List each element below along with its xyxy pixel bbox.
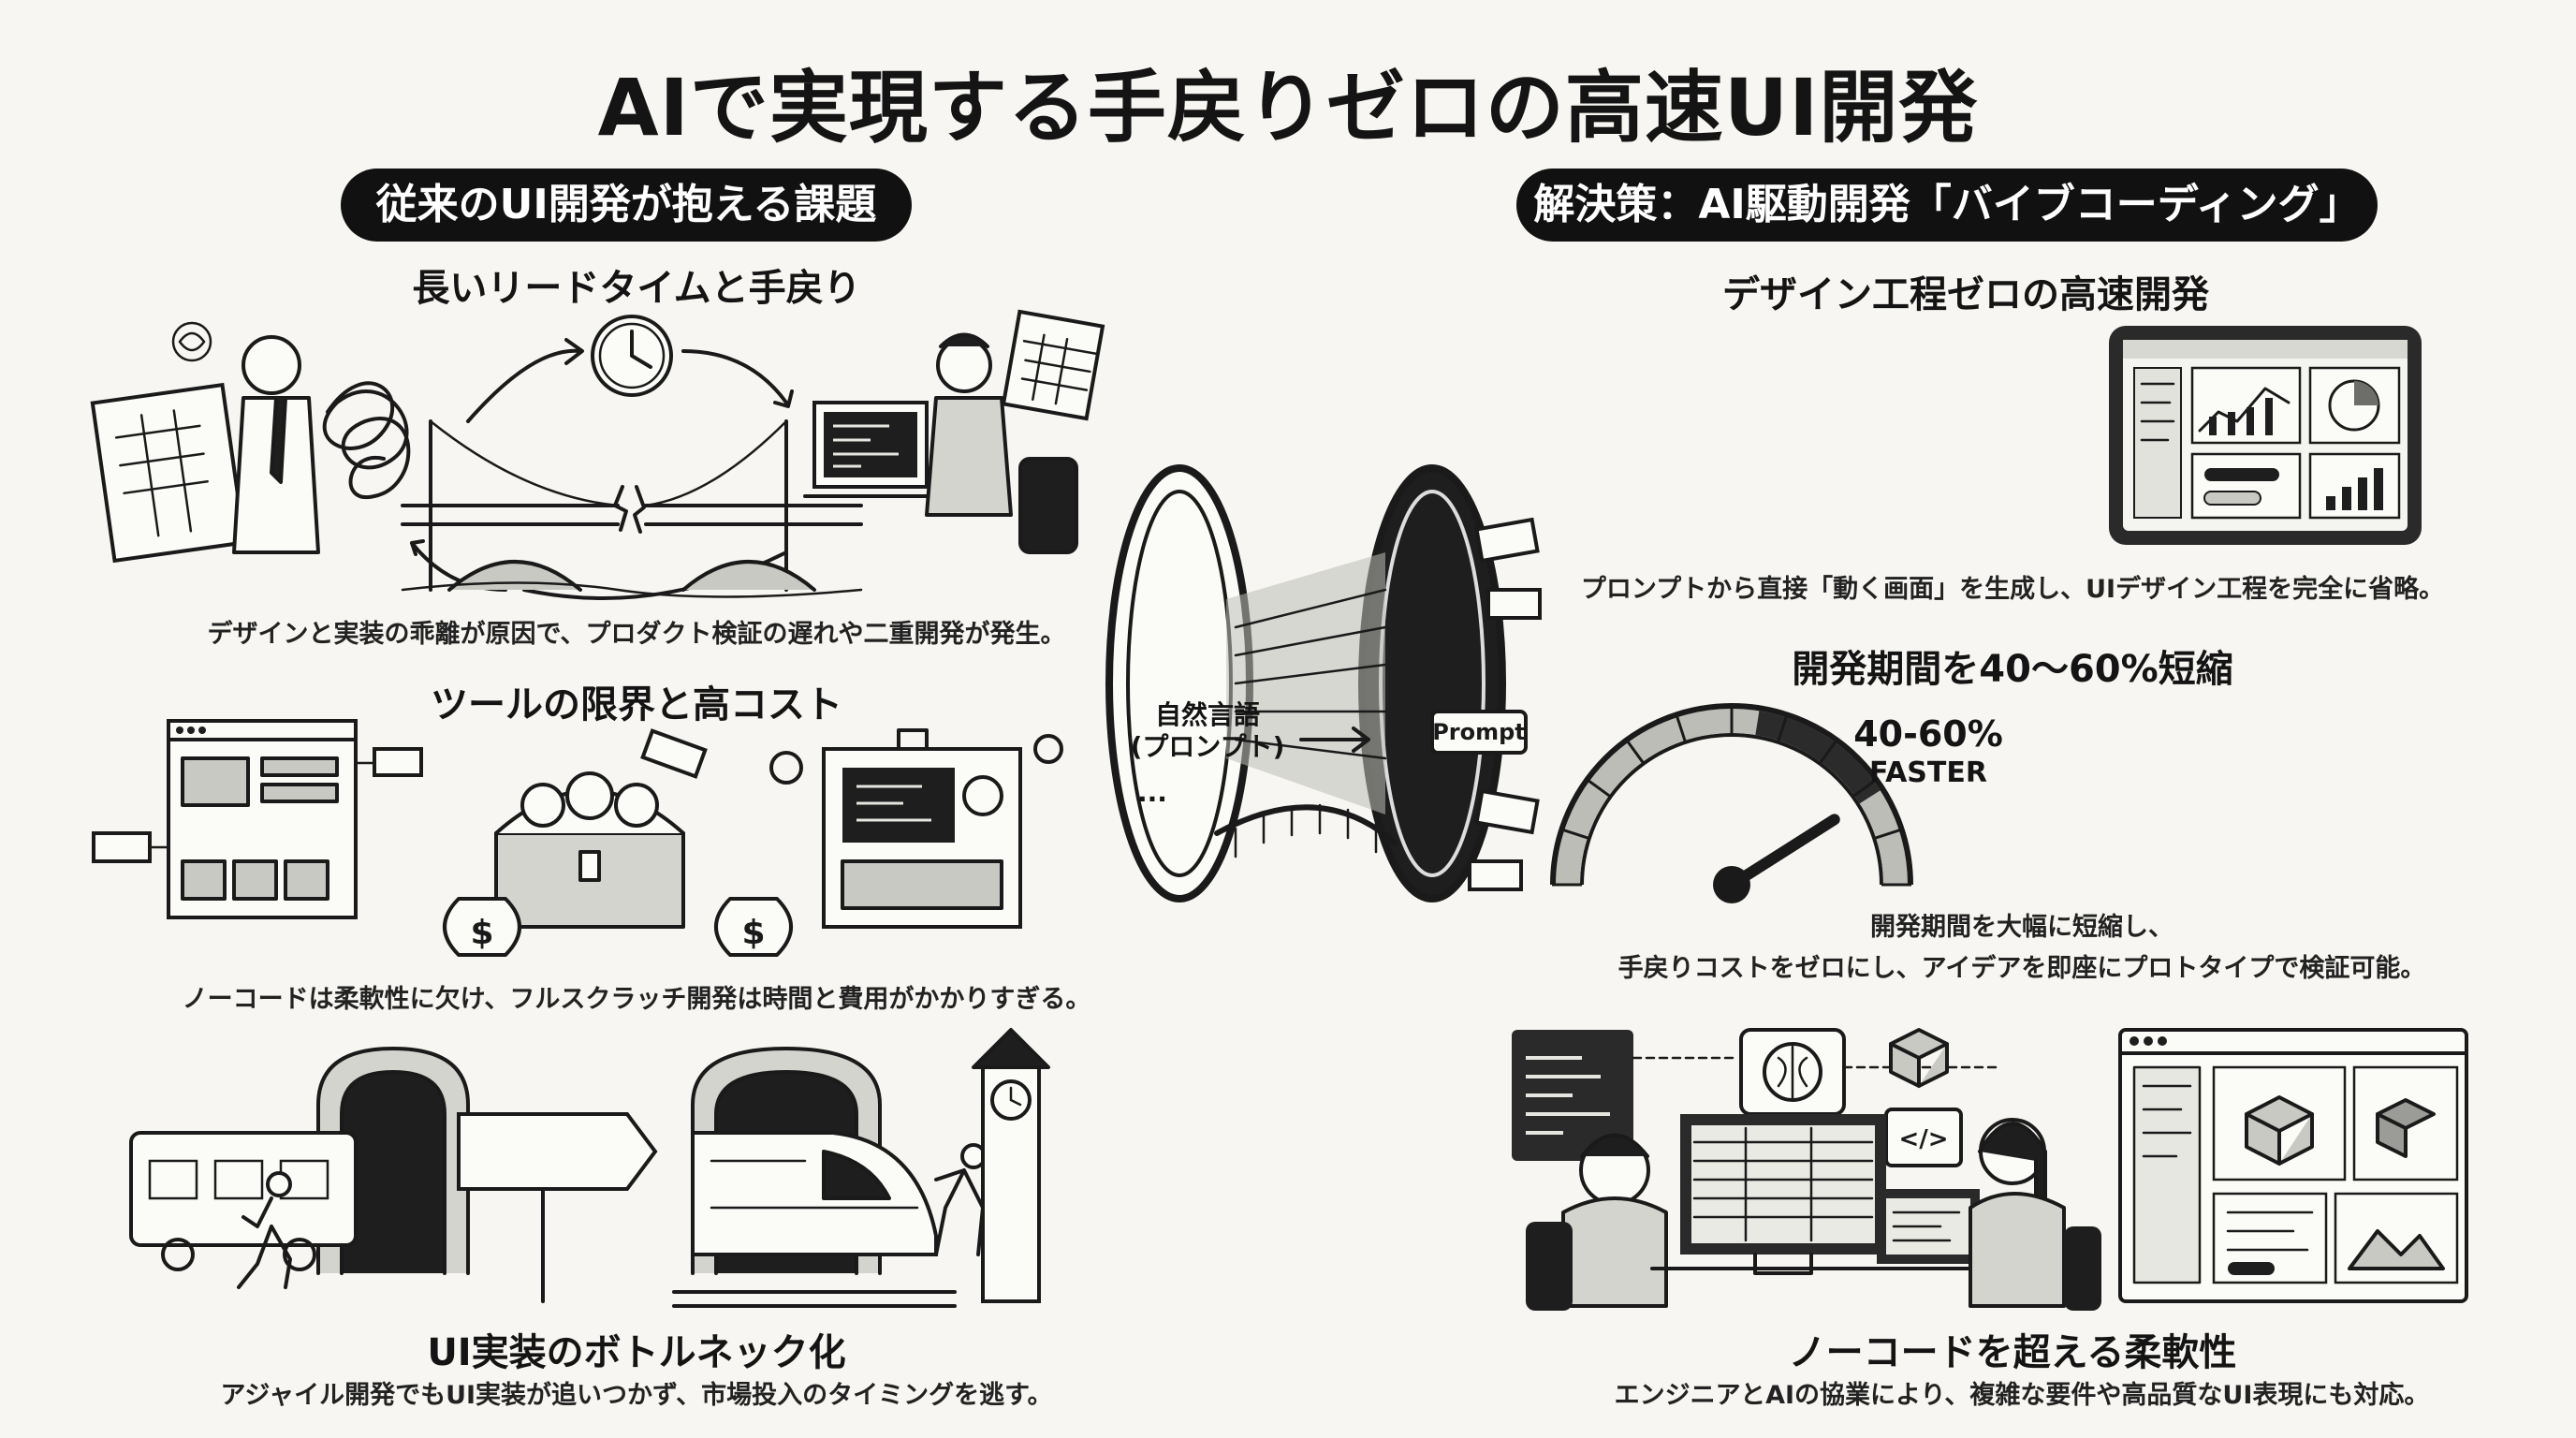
running-person: [237, 1196, 292, 1289]
gauge-tick: [1818, 738, 1839, 765]
left-section-3-caption: アジャイル開発でもUI実装が追いつかず、市場投入のタイミングを逃す。: [220, 1381, 1053, 1410]
pushing-person: [934, 1168, 985, 1256]
cube-icon: [1889, 1028, 1949, 1088]
right-section-1-caption: プロンプトから直接「動く画面」を生成し、UIデザイン工程を完全に省略。: [1580, 575, 2445, 604]
code-brackets-icon: </>: [1884, 1108, 1963, 1167]
calendar-icon: [1001, 309, 1105, 421]
clock-icon: [591, 315, 673, 397]
right-section-2-heading: 開発期間を40〜60%短縮: [1792, 648, 2233, 691]
tool-cost-illustration: $ $: [92, 719, 1063, 957]
page-title: AIで実現する手戻りゼロの高速UI開発: [597, 62, 1979, 154]
gauge-tick: [1675, 712, 1687, 743]
gauge-tick: [1585, 777, 1612, 799]
blank-signpost: [457, 1112, 658, 1303]
engineer-woman: [1969, 1118, 2101, 1311]
gauge-needle: [1726, 814, 1840, 890]
developer-figure: [803, 332, 1078, 554]
left-section-1-heading: 長いリードタイムと手戻り: [412, 267, 861, 310]
prompt-tag-box: [1430, 710, 1528, 755]
right-section-3-heading: ノーコードを超える柔軟性: [1788, 1331, 2237, 1374]
right-section-2-caption-line1: 開発期間を大幅に短縮し、: [1870, 913, 2174, 942]
main-monitor: [1680, 1114, 1886, 1275]
svg-text:</>: </>: [1898, 1125, 1948, 1153]
svg-text:$: $: [741, 914, 765, 952]
tangled-rope: [322, 381, 411, 500]
ui-builder-window: [2118, 1028, 2468, 1303]
treasure-chest: [494, 771, 685, 929]
left-section-2-heading: ツールの限界と高コスト: [431, 683, 842, 726]
gauge-sublabel: FASTER: [1869, 756, 1987, 789]
right-section-1-heading: デザイン工程ゼロの高速開発: [1722, 273, 2209, 316]
scratch-machine: [769, 728, 1063, 929]
left-section-3-heading: UI実装のボトルネック化: [427, 1331, 846, 1374]
gauge-label: 40-60%: [1853, 713, 2003, 755]
dollar-sign-icon: $ $: [443, 728, 793, 957]
prompt-tag: Prompt: [1432, 719, 1526, 745]
brain-icon: [1739, 1028, 1846, 1116]
engineer-man: [1526, 1133, 1668, 1311]
left-header-pill: 従来のUI開発が抱える課題: [341, 169, 912, 242]
designer-figure: [90, 321, 320, 564]
right-section-2-caption-line2: 手戻りコストをゼロにし、アイデアを即座にプロトタイプで検証可能。: [1617, 954, 2426, 983]
gauge-ticks: [1552, 705, 1911, 887]
svg-text:$: $: [470, 914, 493, 952]
laptop: [1877, 1189, 1980, 1264]
broken-bridge: [401, 419, 863, 598]
gauge-tick: [1777, 712, 1789, 743]
right-section-3-caption: エンジニアとAIの協業により、複雑な要件や高品質なUI表現にも対応。: [1614, 1381, 2430, 1410]
gauge-tick: [1624, 738, 1646, 765]
portal-label-line2: (プロンプト): [1130, 731, 1285, 762]
nocode-wireframe: [92, 719, 423, 919]
left-section-2-caption: ノーコードは柔軟性に欠け、フルスクラッチ開発は時間と費用がかかりすぎる。: [182, 985, 1091, 1014]
portal-label-line1: 自然言語: [1154, 699, 1260, 730]
portal-ellipsis: ...: [1137, 777, 1167, 808]
old-train: [129, 1131, 358, 1271]
right-header-pill: 解決策：AI駆動開発「バイブコーディング」: [1516, 169, 2378, 242]
collaboration-illustration: </>: [1512, 1028, 2468, 1311]
gauge-tick: [1559, 828, 1590, 840]
speed-gauge: [1550, 703, 1913, 903]
flying-ui-cards: [1468, 517, 1542, 891]
portal-illustration: Prompt: [1105, 464, 1542, 902]
gauge-tick: [1852, 777, 1879, 799]
gauge-tick: [1873, 828, 1904, 840]
bullet-train: [672, 1131, 957, 1308]
terminal-window: [1512, 1030, 1633, 1161]
lead-time-illustration: [90, 309, 1105, 600]
left-section-1-caption: デザインと実装の乖離が原因で、プロダクト検証の遅れや二重開発が発生。: [207, 620, 1066, 649]
bottleneck-illustration: [129, 1028, 1050, 1308]
gauge-fill: [1755, 711, 1881, 804]
cycle-arrow-top: [466, 348, 582, 423]
dashboard-tablet-illustration: [2109, 326, 2422, 545]
clock-tower: [972, 1028, 1050, 1303]
